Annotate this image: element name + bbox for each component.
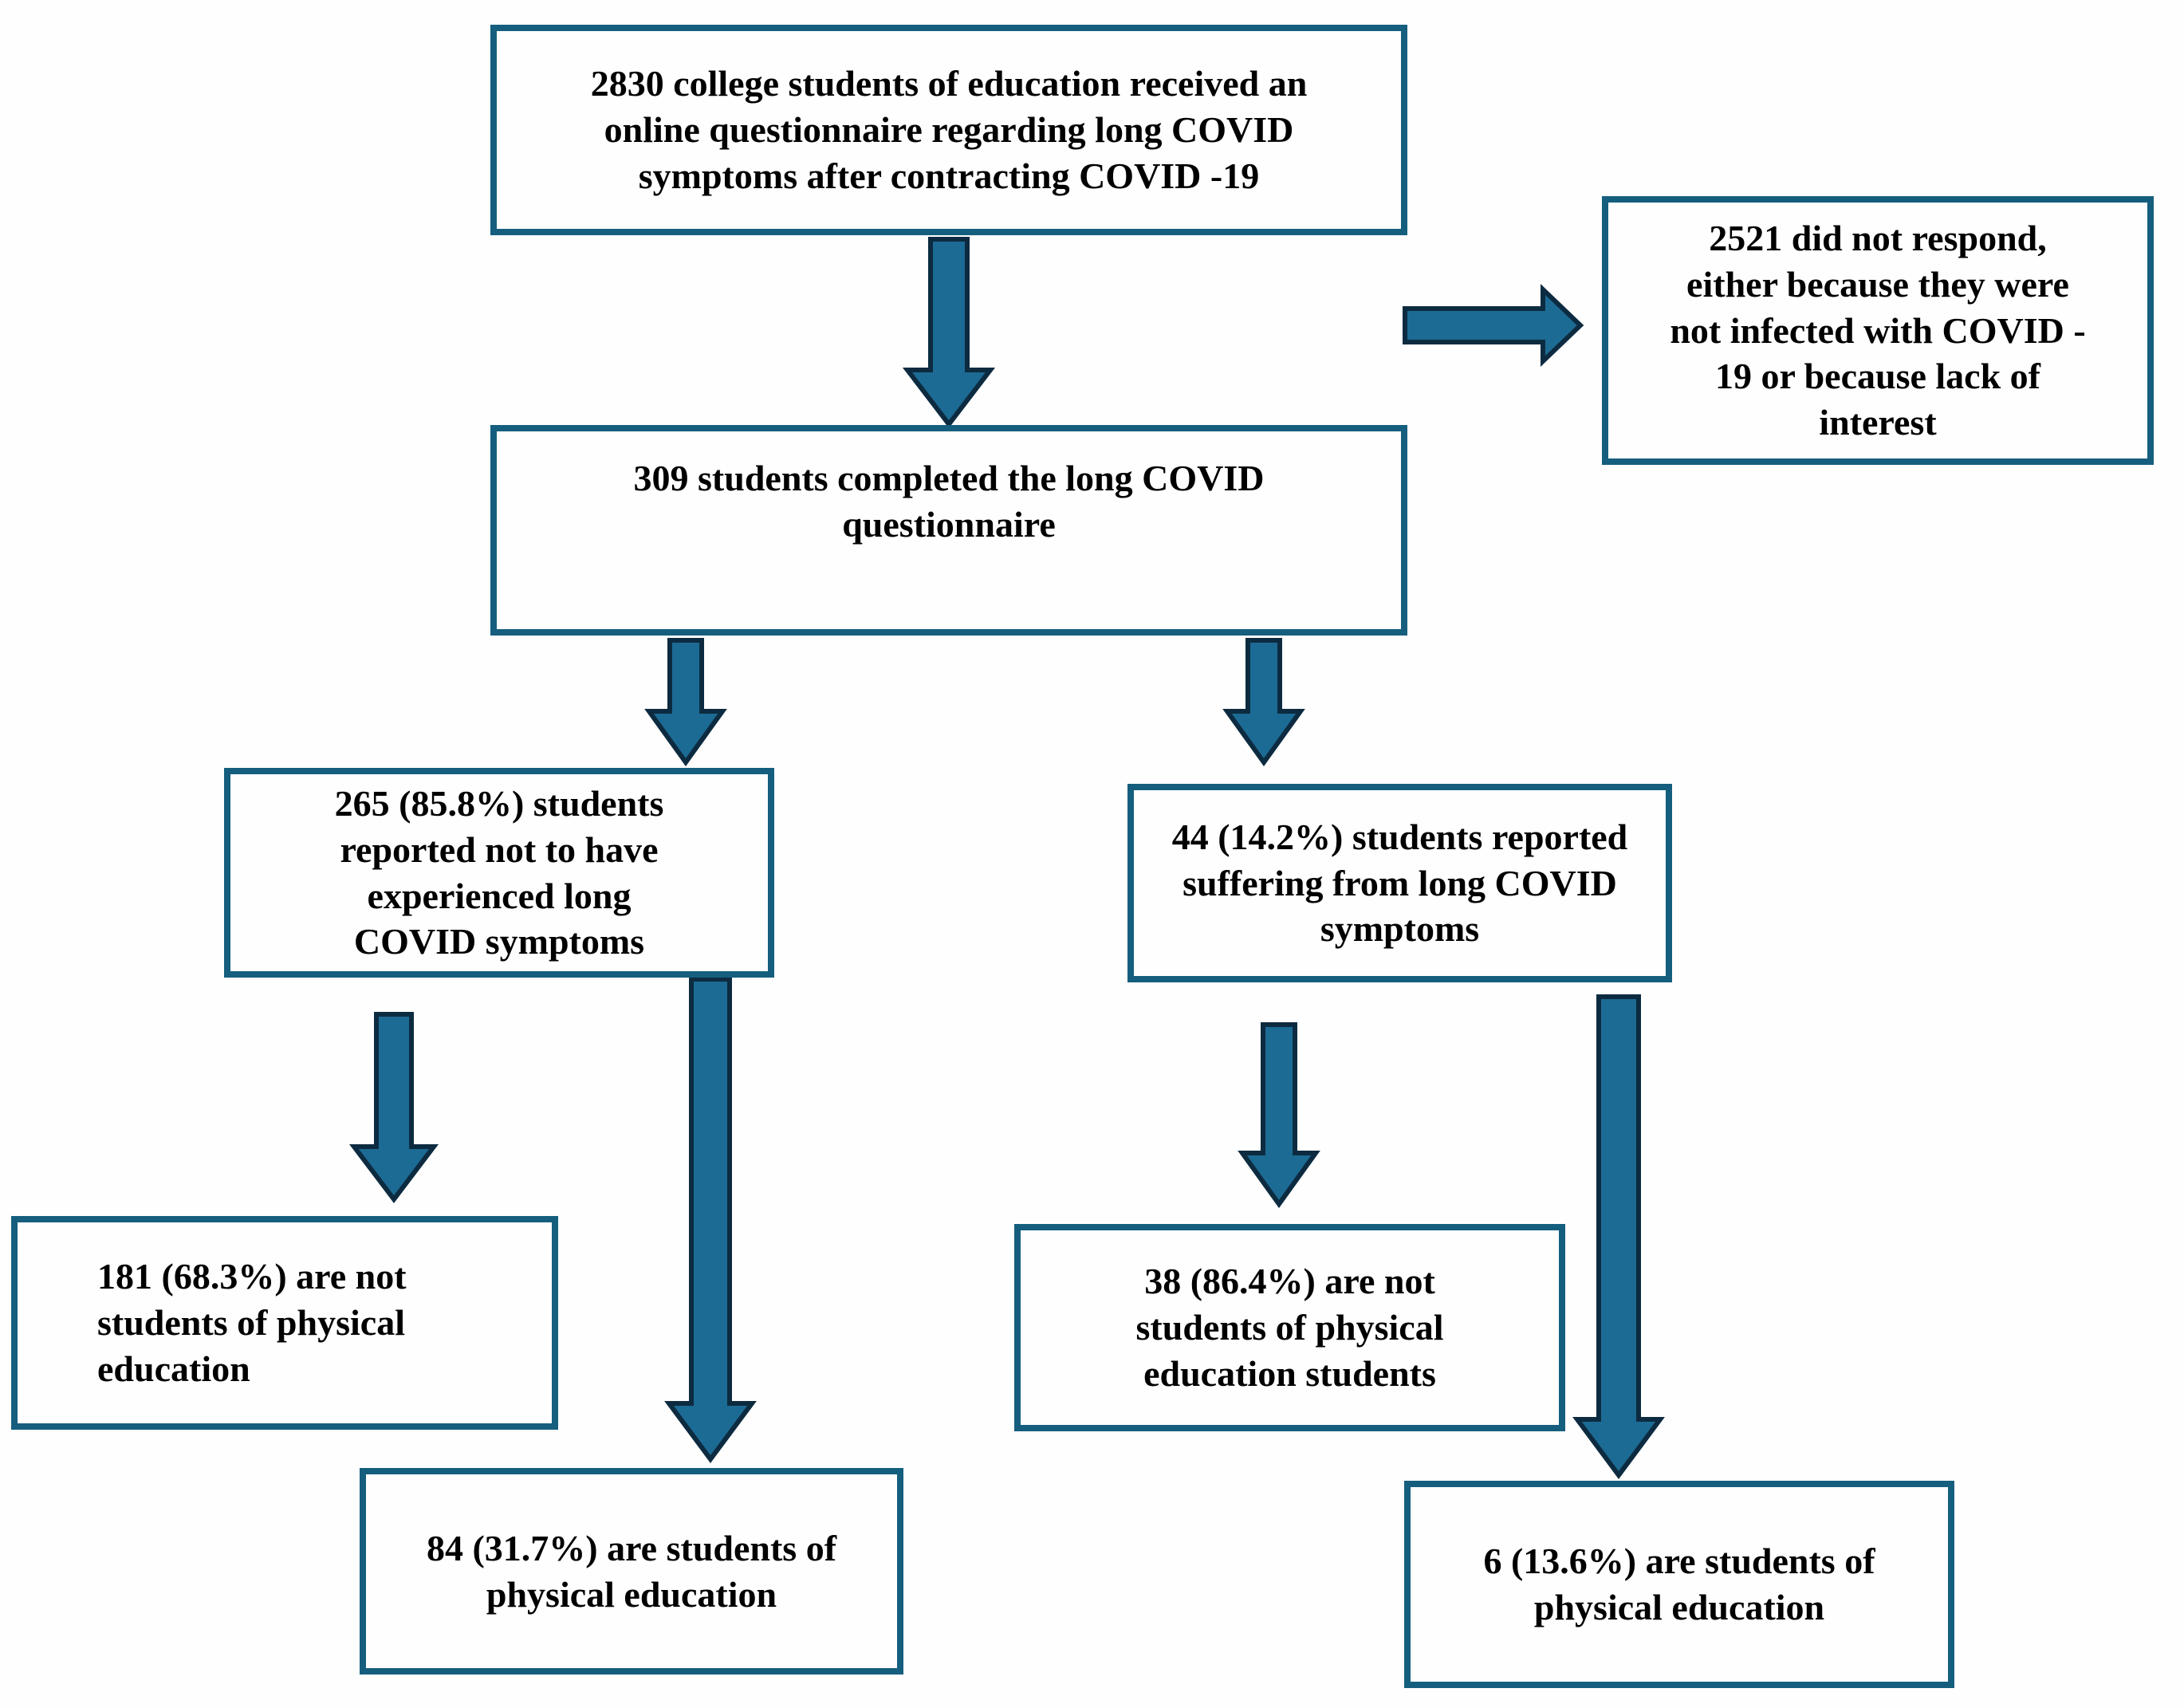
arrow-no-symptoms-to-not-pe	[348, 1012, 439, 1203]
node-not-pe-no-symptoms-text: 181 (68.3%) are not students of physical…	[97, 1256, 407, 1389]
node-symptoms-box: 44 (14.2%) students reported suffering f…	[1127, 784, 1672, 982]
arrow-received-to-no-response	[1403, 283, 1584, 368]
node-not-pe-symptoms-box: 38 (86.4%) are not students of physical …	[1014, 1224, 1565, 1431]
node-no-symptoms-text: 265 (85.8%) students reported not to hav…	[334, 782, 664, 962]
node-received-text: 2830 college students of education recei…	[590, 63, 1308, 196]
node-pe-symptoms-box: 6 (13.6%) are students of physical educa…	[1404, 1481, 1954, 1688]
node-no-response-text: 2521 did not respond, either because the…	[1670, 217, 2086, 443]
arrow-received-to-completed	[902, 237, 996, 428]
arrow-symptoms-to-not-pe	[1238, 1022, 1320, 1209]
node-pe-no-symptoms-box: 84 (31.7%) are students of physical educ…	[360, 1468, 903, 1675]
node-no-symptoms-box: 265 (85.8%) students reported not to hav…	[224, 768, 774, 978]
node-completed-text: 309 students completed the long COVID qu…	[633, 458, 1265, 545]
node-received-box: 2830 college students of education recei…	[490, 25, 1407, 235]
arrow-symptoms-to-pe	[1572, 994, 1665, 1480]
node-pe-no-symptoms-text: 84 (31.7%) are students of physical educ…	[426, 1527, 837, 1615]
node-completed-box: 309 students completed the long COVID qu…	[490, 425, 1407, 636]
node-symptoms-text: 44 (14.2%) students reported suffering f…	[1171, 816, 1628, 950]
node-no-response-box: 2521 did not respond, either because the…	[1602, 196, 2154, 465]
arrow-no-symptoms-to-pe	[664, 977, 757, 1464]
node-pe-symptoms-text: 6 (13.6%) are students of physical educa…	[1483, 1541, 1875, 1627]
arrow-completed-to-symptoms	[1222, 638, 1305, 767]
node-not-pe-symptoms-text: 38 (86.4%) are not students of physical …	[1135, 1261, 1444, 1394]
arrow-completed-to-no-symptoms	[644, 638, 727, 767]
node-not-pe-no-symptoms-box: 181 (68.3%) are not students of physical…	[11, 1216, 558, 1430]
